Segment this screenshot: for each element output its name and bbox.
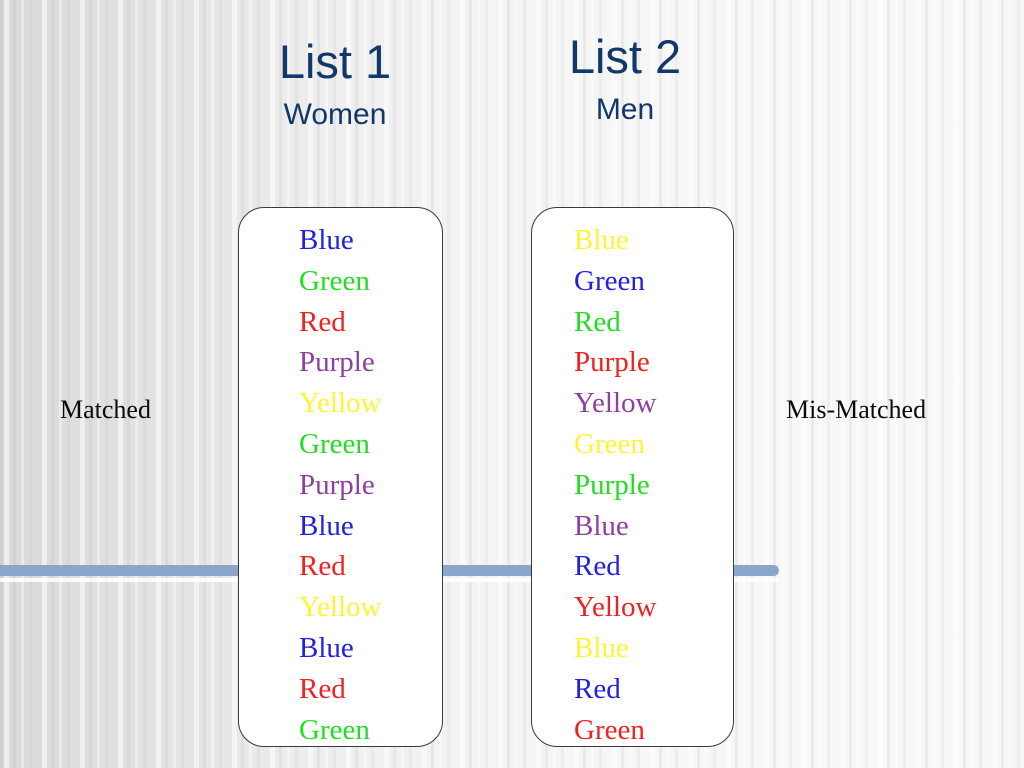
color-word-item: Green <box>574 713 645 746</box>
color-word-item: Blue <box>574 509 629 542</box>
color-word-item: Purple <box>299 346 375 379</box>
column-subtitle-list-1: Women <box>283 98 387 131</box>
color-word-item: Red <box>574 672 621 705</box>
color-word-item: Blue <box>299 631 354 664</box>
color-word-item: Purple <box>574 346 650 379</box>
color-word-item: Yellow <box>574 387 657 420</box>
color-word-item: Yellow <box>299 387 382 420</box>
column-title-list-1: List 1 <box>278 35 392 88</box>
color-word-item: Green <box>574 264 645 297</box>
color-word-item: Blue <box>574 224 629 256</box>
color-word-item: Blue <box>299 224 354 256</box>
color-word-item: Red <box>299 305 346 338</box>
color-word-item: Blue <box>299 509 354 542</box>
color-word-item: Green <box>574 427 645 460</box>
color-word-item: Red <box>574 305 621 338</box>
color-word-item: Blue <box>574 631 629 664</box>
column-title-list-2: List 2 <box>568 30 682 83</box>
color-word-item: Red <box>574 550 621 583</box>
column-heading-list-2: List 2 Men <box>487 33 763 125</box>
color-word-item: Purple <box>574 468 650 501</box>
color-word-item: Green <box>299 427 370 460</box>
condition-label-mis-matched: Mis-Matched <box>786 395 927 424</box>
color-word-item: Yellow <box>299 591 382 624</box>
color-word-item: Green <box>299 713 370 746</box>
background-left-edge <box>0 0 3 768</box>
color-word-item: Yellow <box>574 591 657 624</box>
color-word-item: Purple <box>299 468 375 501</box>
color-word-item: Green <box>299 264 370 297</box>
color-word-item: Red <box>299 672 346 705</box>
column-heading-list-1: List 1 Women <box>197 38 473 130</box>
column-subtitle-list-2: Men <box>595 93 655 126</box>
condition-label-matched: Matched <box>60 395 151 424</box>
color-word-item: Red <box>299 550 346 583</box>
